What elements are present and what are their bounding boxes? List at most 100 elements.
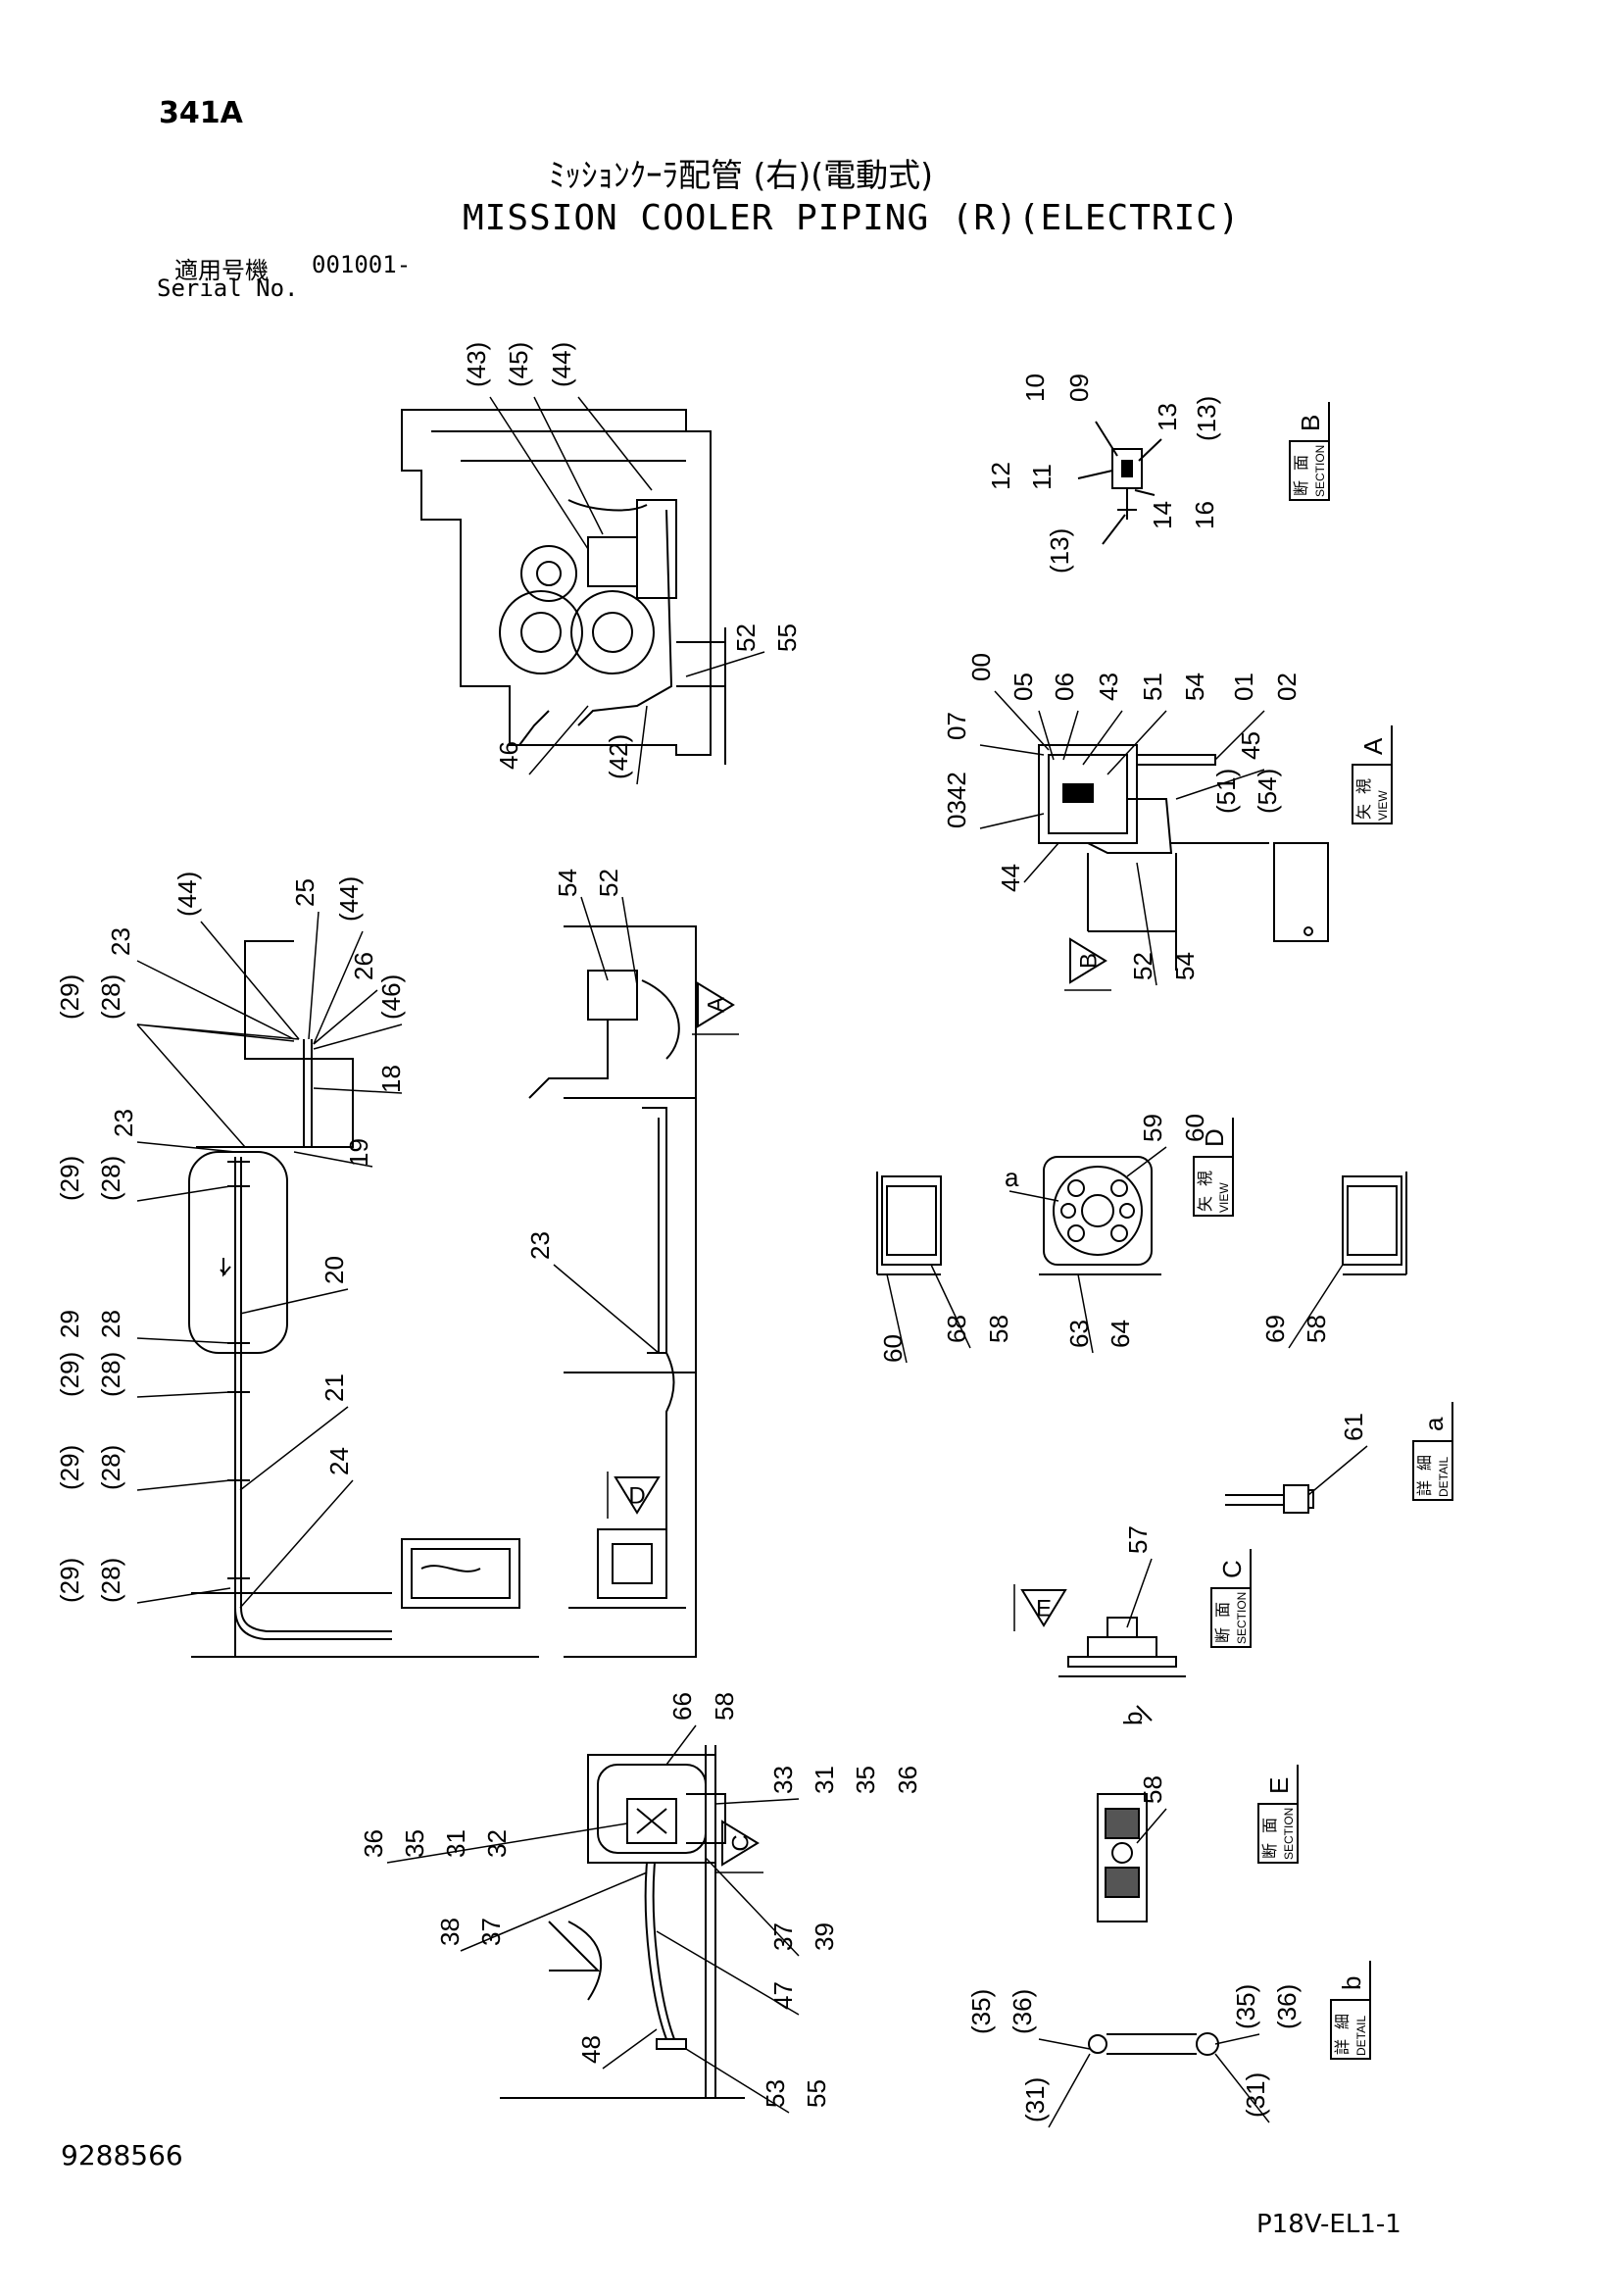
section-box-kanji-1: 断 — [1293, 480, 1310, 496]
callout-number: 25 — [290, 878, 320, 907]
left-side-view — [188, 940, 539, 1658]
callout-number: 51 — [1138, 673, 1167, 701]
callout-number: (28) — [96, 1558, 125, 1603]
callout-number: 63 — [1064, 1320, 1094, 1348]
section-box-letter: a — [1419, 1417, 1449, 1431]
serial-label-english: Serial No. — [157, 275, 299, 302]
section-box-letter: E — [1264, 1777, 1294, 1794]
callout-number: 52 — [1128, 952, 1157, 980]
section-box-english: SECTION — [1313, 445, 1327, 497]
callout-number: (45) — [504, 342, 533, 387]
callout-number: (42) — [604, 734, 633, 779]
callout-number: 54 — [1180, 673, 1209, 701]
section-box-kanji-2: 細 — [1416, 1455, 1434, 1471]
document-number: 9288566 — [61, 2139, 183, 2171]
callout-number: 39 — [810, 1922, 839, 1951]
view-marker-letter: D — [628, 1482, 645, 1509]
section-box-english: SECTION — [1235, 1592, 1249, 1644]
section-box-kanji-1: 断 — [1261, 1843, 1279, 1859]
callout-number: 58 — [710, 1692, 739, 1721]
callout-number: 23 — [106, 927, 135, 956]
section-box-letter: A — [1358, 737, 1388, 755]
callout-number: 24 — [324, 1447, 354, 1475]
section-box-kanji-2: 面 — [1262, 1818, 1279, 1833]
callout-number: 18 — [376, 1065, 406, 1093]
callout-number: 37 — [476, 1918, 506, 1946]
section-b-detail — [1077, 421, 1162, 545]
callout-number: 55 — [772, 624, 802, 652]
section-box-kanji-1: 断 — [1214, 1627, 1232, 1643]
callout-number: 05 — [1008, 673, 1038, 701]
callout-number: 19 — [344, 1138, 373, 1167]
callout-number: 47 — [768, 1981, 798, 2010]
view-marker-arrow — [1020, 1589, 1067, 1627]
callout-number: (31) — [1020, 2077, 1050, 2122]
callout-number: 52 — [594, 869, 623, 897]
callout-number: 69 — [1260, 1315, 1290, 1343]
callout-number: 28 — [96, 1310, 125, 1338]
section-box-kanji-2: 細 — [1334, 2014, 1352, 2029]
callout-number: 10 — [1020, 374, 1050, 402]
section-box-english: VIEW — [1217, 1182, 1231, 1213]
callout-number: 36 — [359, 1829, 388, 1858]
detail-b-clamp — [1088, 2032, 1219, 2056]
callout-number: (29) — [55, 1156, 84, 1201]
callout-number: (44) — [547, 342, 576, 387]
callout-number: (13) — [1192, 396, 1221, 441]
section-box-kanji-2: 視 — [1197, 1171, 1214, 1186]
callout-number: 07 — [942, 712, 971, 740]
callout-number: 53 — [761, 2079, 790, 2108]
view-marker-arrow — [614, 1476, 661, 1515]
serial-label-japanese: 適用号機 — [174, 257, 269, 284]
engine-top-view — [401, 409, 726, 765]
callout-number: 54 — [1170, 952, 1200, 980]
callout-number: 20 — [320, 1256, 349, 1284]
serial-value: 001001- — [312, 251, 412, 278]
callout-number: 55 — [802, 2079, 831, 2108]
callout-number: 16 — [1190, 501, 1219, 529]
section-box-kanji-2: 面 — [1215, 1602, 1232, 1618]
view-marker: E — [1013, 1584, 1067, 1631]
callout-number: 64 — [1106, 1320, 1135, 1348]
section-box-letter: C — [1217, 1560, 1247, 1578]
callout-number: (28) — [96, 1445, 125, 1490]
view-marker-letter: C — [727, 1834, 754, 1851]
callout-number: (46) — [376, 974, 406, 1020]
section-box-letter: B — [1296, 415, 1325, 431]
callout-number: 38 — [435, 1918, 465, 1946]
callout-number: (36) — [1008, 1989, 1037, 2034]
callout-number: 48 — [576, 2035, 606, 2064]
section-box-english: DETAIL — [1354, 2016, 1368, 2056]
detail-a-connector — [1225, 1484, 1314, 1514]
callout-number: 35 — [851, 1766, 880, 1794]
callout-number: 01 — [1229, 673, 1258, 701]
callout-number: 13 — [1153, 403, 1182, 431]
callout-number: (28) — [96, 1352, 125, 1397]
title-japanese: ﾐｯｼｮﾝｸｰﾗ配管 (右)(電動式) — [549, 156, 933, 194]
callout-number: 29 — [55, 1310, 84, 1338]
detail-reference-label: b — [1118, 1712, 1148, 1725]
callout-number: 54 — [553, 869, 582, 897]
callout-number: (44) — [334, 876, 364, 922]
callout-number: (51) — [1211, 769, 1241, 814]
view-marker: A — [692, 981, 739, 1035]
callout-number: (35) — [966, 1989, 996, 2034]
section-box-english: VIEW — [1376, 790, 1390, 821]
callout-number: 09 — [1064, 374, 1094, 402]
callout-number: 57 — [1123, 1525, 1153, 1554]
view-marker-arrow — [721, 1820, 760, 1867]
callout-number: (43) — [462, 342, 491, 387]
callout-number: 66 — [667, 1692, 697, 1721]
view-marker-letter: A — [703, 997, 729, 1013]
view-marker: B — [1064, 937, 1111, 991]
view-marker-letter: B — [1075, 953, 1102, 969]
callout-number: (13) — [1045, 528, 1074, 574]
callout-number: 58 — [1138, 1775, 1167, 1804]
callout-number: 52 — [731, 624, 761, 652]
